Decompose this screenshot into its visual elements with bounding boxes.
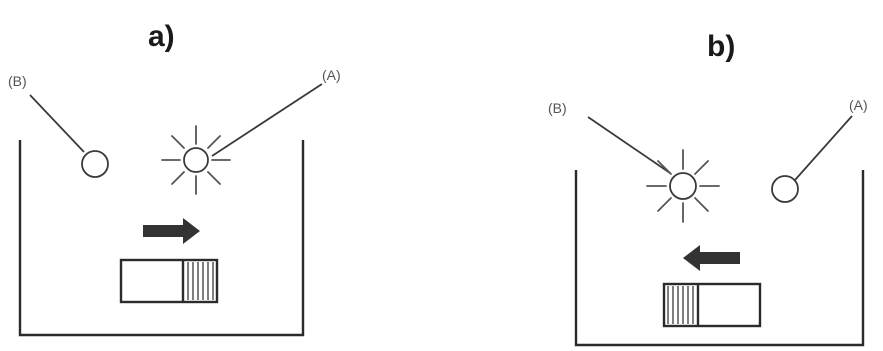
panel-b-leader-b (587, 116, 671, 174)
panel-b-arrow-left (683, 245, 740, 271)
panel-a-lamp-b-off (81, 150, 109, 178)
panel-b-lamp-b-rays (646, 149, 720, 223)
panel-b-container (574, 170, 865, 347)
panel-b-lamp-b-lit (646, 149, 720, 223)
panel-b-switch-knob (667, 284, 700, 326)
panel-a-leader-a (211, 83, 323, 157)
panel-b-label-b: (B) (548, 100, 567, 116)
panel-b-switch-body (662, 282, 762, 328)
panel-a-arrow-right (143, 218, 200, 244)
panel-b-title: b) (707, 30, 735, 63)
panel-b-lamp-b-bulb (669, 172, 697, 200)
panel-a-title: a) (148, 20, 175, 53)
panel-a-label-b: (B) (8, 73, 27, 89)
panel-a-switch-body (119, 258, 219, 304)
panel-b-switch (662, 282, 762, 328)
panel-a-leader-b (29, 94, 85, 153)
panel-b: b) (B) (A) (548, 30, 868, 347)
panel-b-lamp-a-off (771, 175, 799, 203)
panel-b-leader-a (794, 115, 853, 181)
panel-a-lamp-a-bulb (183, 147, 209, 173)
panel-a-switch-knob (181, 260, 214, 302)
panel-a: a) (B) (A) (8, 20, 341, 337)
panel-a-label-a: (A) (322, 67, 341, 83)
panel-a-switch (119, 258, 219, 304)
panel-a-lamp-a-rays (161, 125, 231, 195)
panel-a-container (18, 140, 305, 337)
panel-a-lamp-a-lit (161, 125, 231, 195)
panel-b-label-a: (A) (849, 97, 868, 113)
